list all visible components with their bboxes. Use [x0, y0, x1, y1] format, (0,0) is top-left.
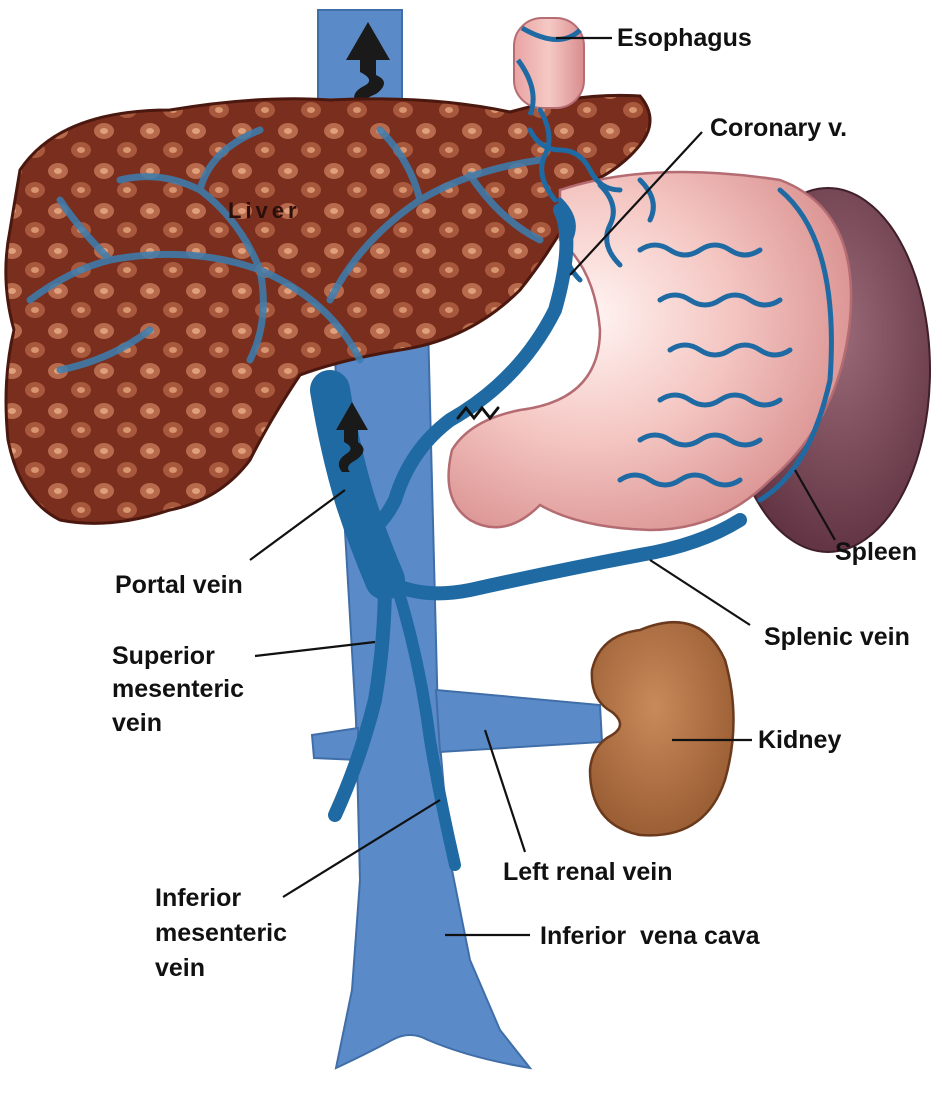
coronary-v-label: Coronary v. [710, 114, 847, 142]
portal-vein-label: Portal vein [115, 571, 243, 599]
liver-label: Liver [228, 198, 301, 223]
inferior-mesenteric-vein-label-line3: vein [155, 954, 205, 982]
kidney-label: Kidney [758, 726, 841, 754]
flow-arrow-icon [346, 22, 390, 106]
leader-lines [249, 36, 836, 937]
inferior-mesenteric-vein-label-line1: Inferior [155, 884, 241, 912]
left-renal-vein [434, 688, 604, 754]
left-renal-vein-label: Left renal vein [503, 858, 673, 886]
inferior-vena-cava-label: Inferior vena cava [540, 922, 761, 950]
flow-arrow-icon [336, 402, 368, 472]
spleen-label: Spleen [835, 538, 917, 566]
esophagus-label: Esophagus [617, 24, 752, 52]
kidney [588, 621, 735, 837]
liver: Liver [4, 93, 652, 525]
esophagus [513, 17, 585, 116]
stomach [447, 107, 853, 532]
superior-mesenteric-vein-label-line2: mesenteric [112, 675, 244, 703]
inferior-mesenteric-vein-label-line2: mesenteric [155, 919, 287, 947]
splenic-vein-label: Splenic vein [764, 623, 910, 651]
superior-mesenteric-vein-label-line3: vein [112, 709, 162, 737]
portal-vein-system [310, 203, 747, 871]
superior-mesenteric-vein-label-line1: Superior [112, 642, 215, 670]
